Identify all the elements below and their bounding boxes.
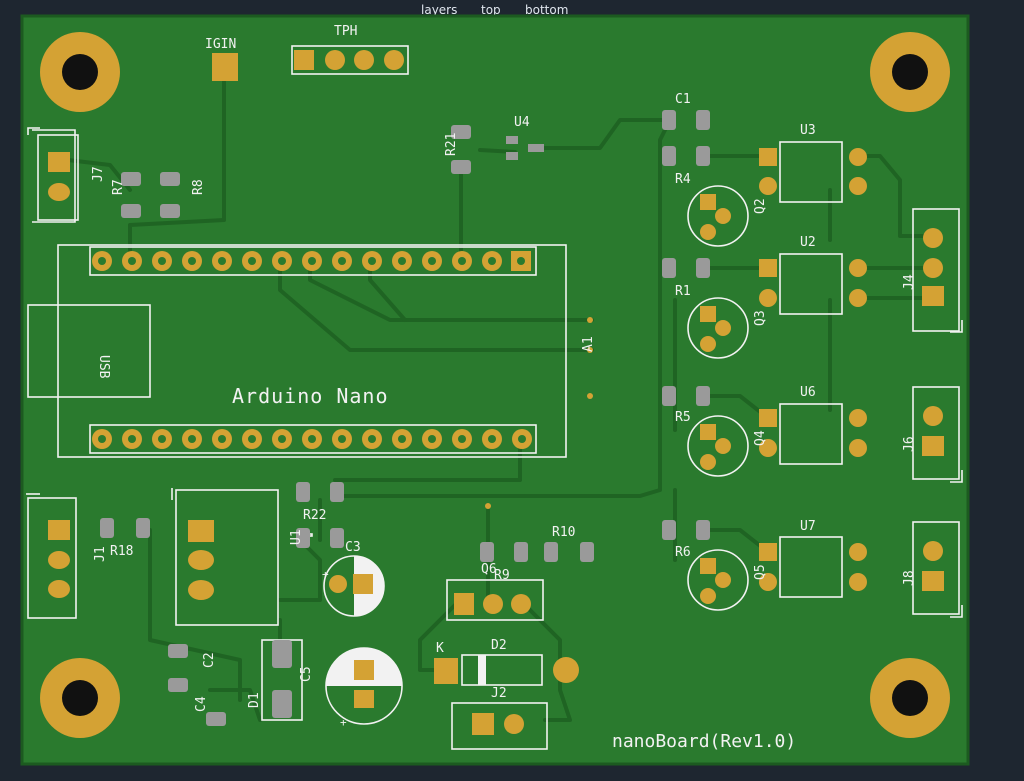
label-j8: J8 — [902, 570, 917, 586]
copper-traces — [66, 80, 934, 722]
label-tph: TPH — [334, 24, 357, 39]
label-d2: D2 — [491, 638, 507, 653]
silkscreen-labels: IGIN TPH J7 R7 R8 R21 U4 C1 R4 U3 Q2 U2 … — [91, 24, 917, 752]
label-u1: U1 — [289, 529, 304, 545]
label-q3: Q3 — [753, 310, 768, 326]
label-q4: Q4 — [753, 430, 768, 446]
label-c4: C4 — [194, 696, 209, 712]
label-r4: R4 — [675, 172, 691, 187]
label-q6: Q6 — [481, 562, 497, 577]
label-r21: R21 — [444, 133, 459, 156]
label-q5: Q5 — [753, 564, 768, 580]
label-j2: J2 — [491, 686, 507, 701]
smd-pads — [100, 110, 710, 726]
label-j1: J1 — [93, 546, 108, 562]
view-tabs: layers top bottom — [0, 0, 1024, 22]
label-c3-plus: + — [322, 568, 329, 581]
label-a1: A1 — [581, 336, 596, 352]
vias — [485, 317, 593, 509]
label-r10: R10 — [552, 525, 575, 540]
label-r22: R22 — [303, 508, 326, 523]
label-r8: R8 — [191, 179, 206, 195]
arduino-header-pads — [92, 251, 532, 449]
tab-bottom[interactable]: bottom — [525, 3, 569, 17]
mounting-holes — [40, 32, 950, 738]
label-r9: R9 — [494, 568, 510, 583]
tab-layers[interactable]: layers — [421, 3, 458, 17]
label-u2: U2 — [800, 235, 816, 250]
label-j4: J4 — [902, 274, 917, 290]
label-igin: IGIN — [205, 37, 236, 52]
label-u7: U7 — [800, 519, 816, 534]
label-q2: Q2 — [753, 198, 768, 214]
label-r5: R5 — [675, 410, 691, 425]
label-r18: R18 — [110, 544, 133, 559]
label-u6: U6 — [800, 385, 816, 400]
pcb-board — [20, 14, 970, 766]
label-c5: C5 — [299, 666, 314, 682]
label-c2: C2 — [202, 652, 217, 668]
label-u4: U4 — [514, 115, 530, 130]
label-r1: R1 — [675, 284, 691, 299]
diode-band — [478, 655, 486, 685]
label-arduino: Arduino Nano — [232, 384, 389, 408]
label-u3: U3 — [800, 123, 816, 138]
label-usb: USB — [96, 355, 111, 379]
label-board-title: nanoBoard(Rev1.0) — [612, 731, 796, 752]
label-r7: R7 — [111, 179, 126, 195]
label-j7: J7 — [91, 166, 106, 182]
label-c3: C3 — [345, 540, 361, 555]
label-d1: D1 — [247, 692, 262, 708]
label-k: K — [436, 641, 444, 656]
label-j6: J6 — [902, 436, 917, 452]
label-c5-plus: + — [340, 716, 347, 729]
label-c1: C1 — [675, 92, 691, 107]
label-r6: R6 — [675, 545, 691, 560]
tht-pads — [48, 50, 944, 735]
